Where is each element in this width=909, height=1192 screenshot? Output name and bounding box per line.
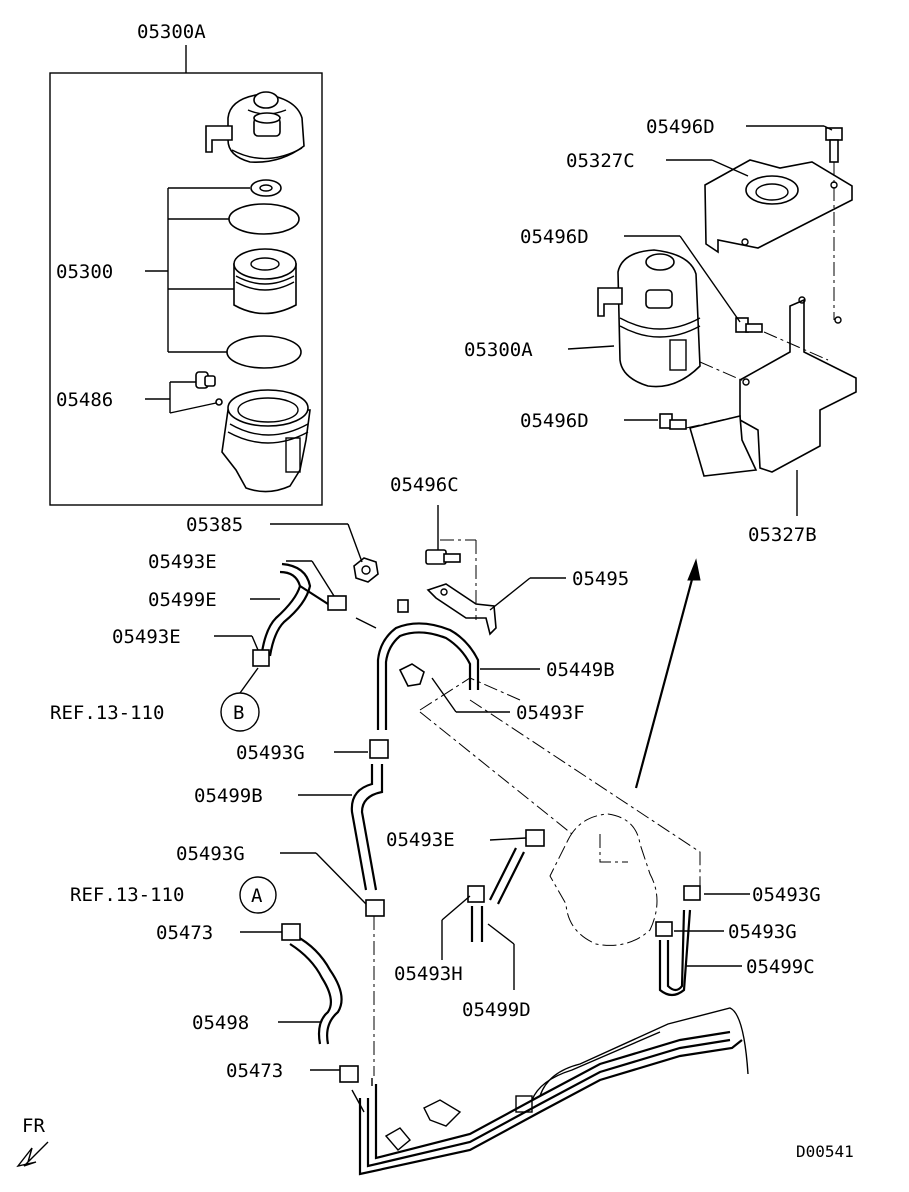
label-05327c: 05327C <box>566 150 635 172</box>
label-05495: 05495 <box>572 568 629 590</box>
ref-b-letter: B <box>233 702 244 724</box>
label-05493e-b: 05493E <box>112 626 181 648</box>
kit-leaders <box>145 187 250 414</box>
direction-arrow <box>634 558 701 789</box>
label-05493h: 05493H <box>394 963 463 985</box>
label-05300a-top: 05300A <box>137 21 206 43</box>
filter-bowl-part <box>221 389 311 493</box>
fuel-filter-kit-box <box>49 45 323 506</box>
label-05486: 05486 <box>56 389 113 411</box>
label-05493f: 05493F <box>516 702 585 724</box>
injection-pump-outline <box>549 813 658 946</box>
label-05493g-c: 05493G <box>752 884 821 906</box>
hose-05499e-part <box>260 562 329 657</box>
label-05473-b: 05473 <box>226 1060 283 1082</box>
clamp-05473-a-part <box>281 923 301 941</box>
hose-05499c-part <box>655 885 701 997</box>
middle-lower-leaders <box>240 794 750 1071</box>
label-05499c: 05499C <box>746 956 815 978</box>
ref-a-text: REF.13-110 <box>70 884 184 906</box>
o-ring-upper-part <box>228 203 300 235</box>
label-05493g-a: 05493G <box>236 742 305 764</box>
label-05385: 05385 <box>186 514 243 536</box>
o-ring-lower-part <box>226 335 302 369</box>
label-05499b: 05499B <box>194 785 263 807</box>
label-05473-a: 05473 <box>156 922 213 944</box>
clamp-05493e-upper-part <box>327 595 347 611</box>
assembly-lines-right <box>685 162 835 429</box>
hose-05499d-part <box>489 829 545 905</box>
bracket-05495-part <box>426 583 497 636</box>
ref-a-circle <box>239 876 277 914</box>
label-05300: 05300 <box>56 261 113 283</box>
fuel-pipe-05449b-part <box>355 599 480 730</box>
fr-label: FR <box>22 1115 45 1137</box>
ref-callout-a[interactable]: REF.13-110 A <box>70 876 277 914</box>
filter-assembly-right-part <box>597 249 701 388</box>
diagram-code: D00541 <box>796 1142 854 1161</box>
clamp-05493h-part <box>467 885 485 942</box>
label-05449b: 05449B <box>546 659 615 681</box>
washer-part <box>250 179 282 197</box>
assembly-lines-middle <box>419 539 701 890</box>
lower-bracket-part <box>688 296 857 477</box>
bolt-top-part <box>825 127 843 163</box>
label-05499d: 05499D <box>462 999 531 1021</box>
ref-callout-b[interactable]: REF.13-110 B <box>50 667 260 732</box>
hose-05498-part <box>289 935 343 1045</box>
clip-05493f-part <box>398 663 425 687</box>
label-05496d-top: 05496D <box>646 116 715 138</box>
label-05496c: 05496C <box>390 474 459 496</box>
right-leaders <box>567 125 833 516</box>
label-05493e-a: 05493E <box>148 551 217 573</box>
upper-bracket-part <box>704 159 853 254</box>
ref-a-letter: A <box>251 885 263 907</box>
ref-b-text: REF.13-110 <box>50 702 164 724</box>
bolt-05496c-part <box>425 505 461 565</box>
bolt-mid-part <box>735 317 763 333</box>
clamp-05493g-a-part <box>369 739 389 759</box>
water-sensor-part <box>195 371 223 406</box>
nut-05385-part <box>353 557 379 583</box>
label-05496d-low: 05496D <box>520 410 589 432</box>
label-05327b: 05327B <box>748 524 817 546</box>
label-05499e: 05499E <box>148 589 217 611</box>
label-05498: 05498 <box>192 1012 249 1034</box>
label-05493g-d: 05493G <box>728 921 797 943</box>
filter-cartridge-part <box>233 248 297 315</box>
hose-05499b-part <box>350 764 384 891</box>
middle-upper-leaders <box>214 523 566 753</box>
label-05300a-right: 05300A <box>464 339 533 361</box>
label-05493e-c: 05493E <box>386 829 455 851</box>
fuel-lines-bottom <box>351 1007 749 1176</box>
front-direction-indicator: FR <box>16 1115 49 1168</box>
label-05496d-mid: 05496D <box>520 226 589 248</box>
clamp-05493g-b-part <box>365 899 385 917</box>
fr-arrow-icon <box>16 1141 49 1168</box>
clamp-05493e-lower-part <box>252 649 270 667</box>
bolt-low-part <box>659 413 687 430</box>
filter-head-part <box>205 91 305 163</box>
label-05493g-b: 05493G <box>176 843 245 865</box>
clamp-05473-b-part <box>339 1065 359 1083</box>
